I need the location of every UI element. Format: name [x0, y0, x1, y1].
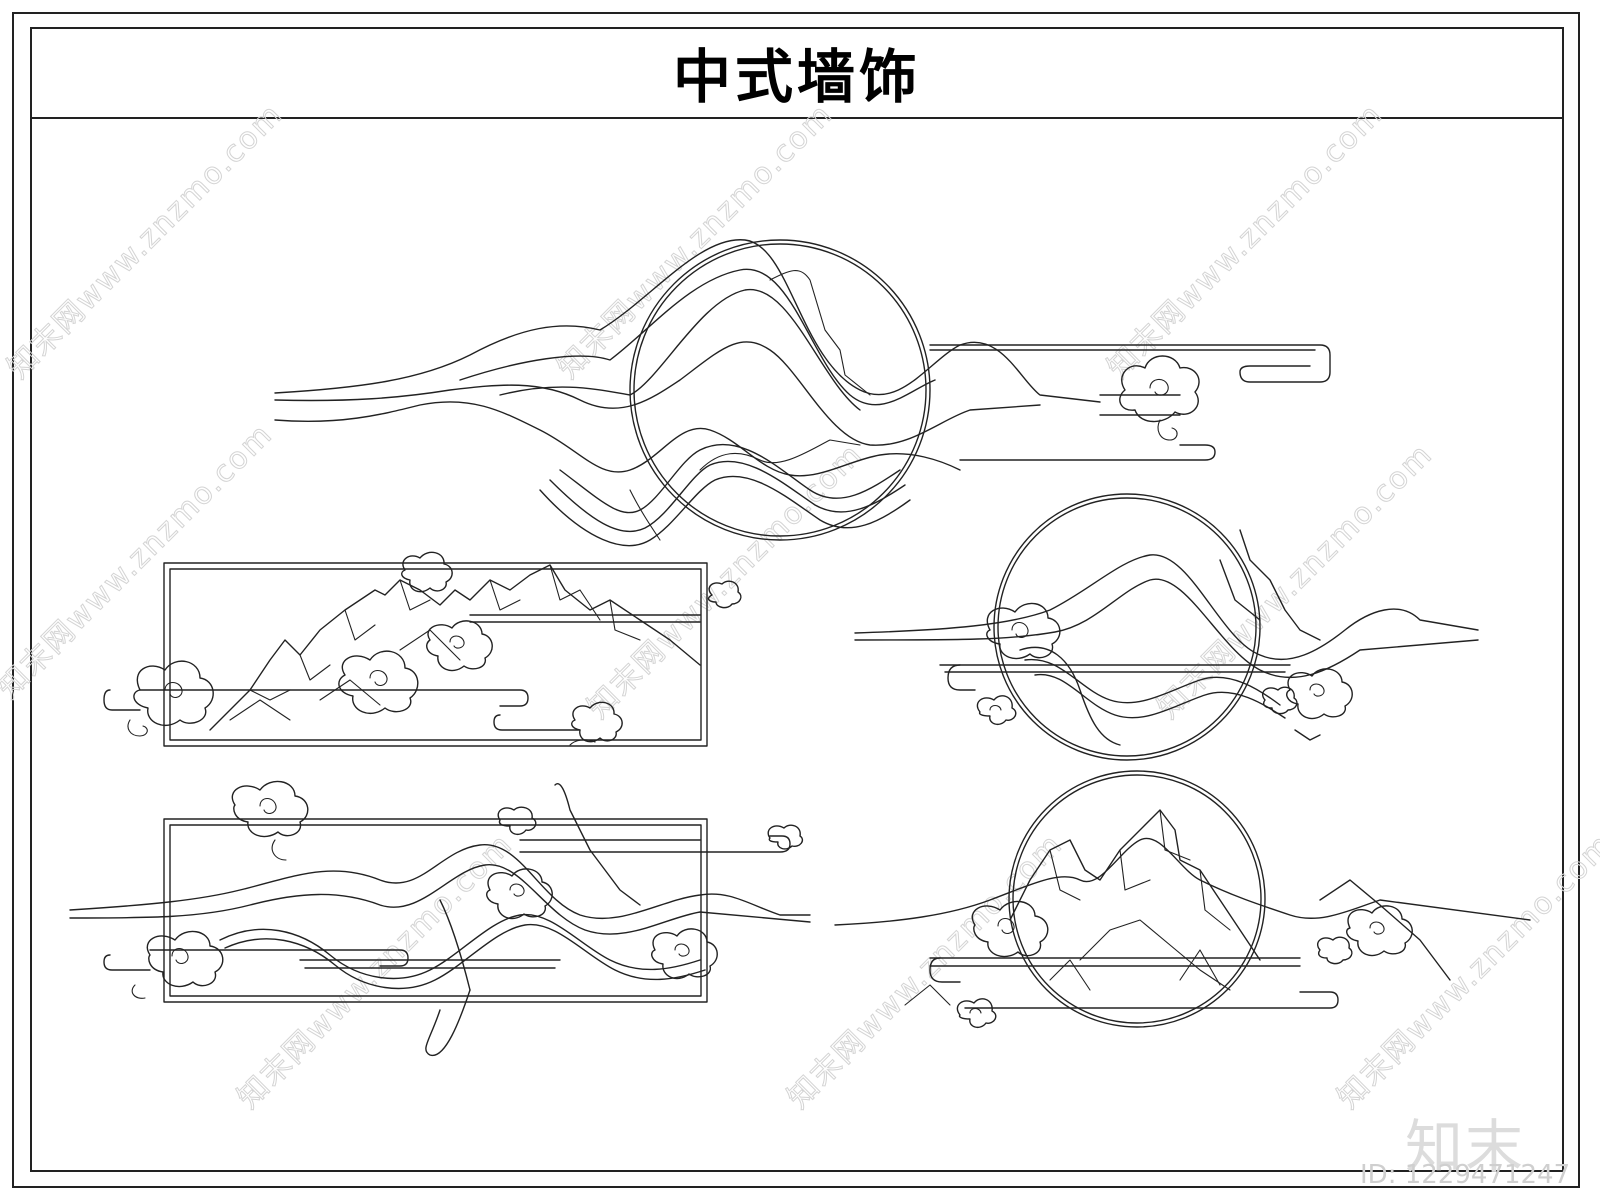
cloud-scroll: [971, 900, 1049, 958]
cloud-scroll: [131, 930, 224, 999]
cloud-scroll: [338, 650, 419, 714]
brand-logo: 知末: [1405, 1113, 1526, 1181]
cloud-scroll: [231, 780, 309, 861]
panel-circle-ribbon-right: [854, 493, 1479, 761]
panel-top-ribbon-circle: [274, 239, 1331, 547]
watermark: 知末网www.znzmo.com: [0, 417, 280, 706]
page-title: 中式墙饰: [672, 43, 921, 111]
id-label: ID: 1229471247: [1360, 1160, 1571, 1190]
watermark: 知末网www.znzmo.com: [231, 827, 520, 1116]
cloud-scroll: [486, 868, 553, 920]
cloud-scroll: [1316, 905, 1413, 965]
watermark-layer: 知末网www.znzmo.com 知末网www.znzmo.com 知末网www…: [0, 96, 1600, 1116]
panel-rect-ribbons: [69, 780, 811, 1056]
cloud-scroll: [986, 602, 1061, 660]
cloud-scroll: [956, 998, 997, 1029]
panel-circle-mountains: [834, 770, 1531, 1029]
inner-border: [30, 27, 1564, 1172]
panel-rect-mountains: [103, 551, 742, 747]
watermark: 知末网www.znzmo.com: [1101, 97, 1390, 386]
watermark: 知末网www.znzmo.com: [1331, 827, 1600, 1116]
cloud-scroll: [127, 660, 214, 737]
cloud-scroll: [1261, 668, 1353, 720]
cloud-scroll: [426, 620, 493, 672]
cloud-scroll: [976, 695, 1017, 726]
outer-border: [12, 12, 1580, 1188]
title-bar: 中式墙饰: [30, 27, 1564, 119]
cloud-scroll: [1119, 355, 1200, 441]
watermark: 知末网www.znzmo.com: [1, 97, 290, 386]
cloud-scroll: [651, 928, 718, 980]
watermark: 知末网www.znzmo.com: [781, 827, 1070, 1116]
